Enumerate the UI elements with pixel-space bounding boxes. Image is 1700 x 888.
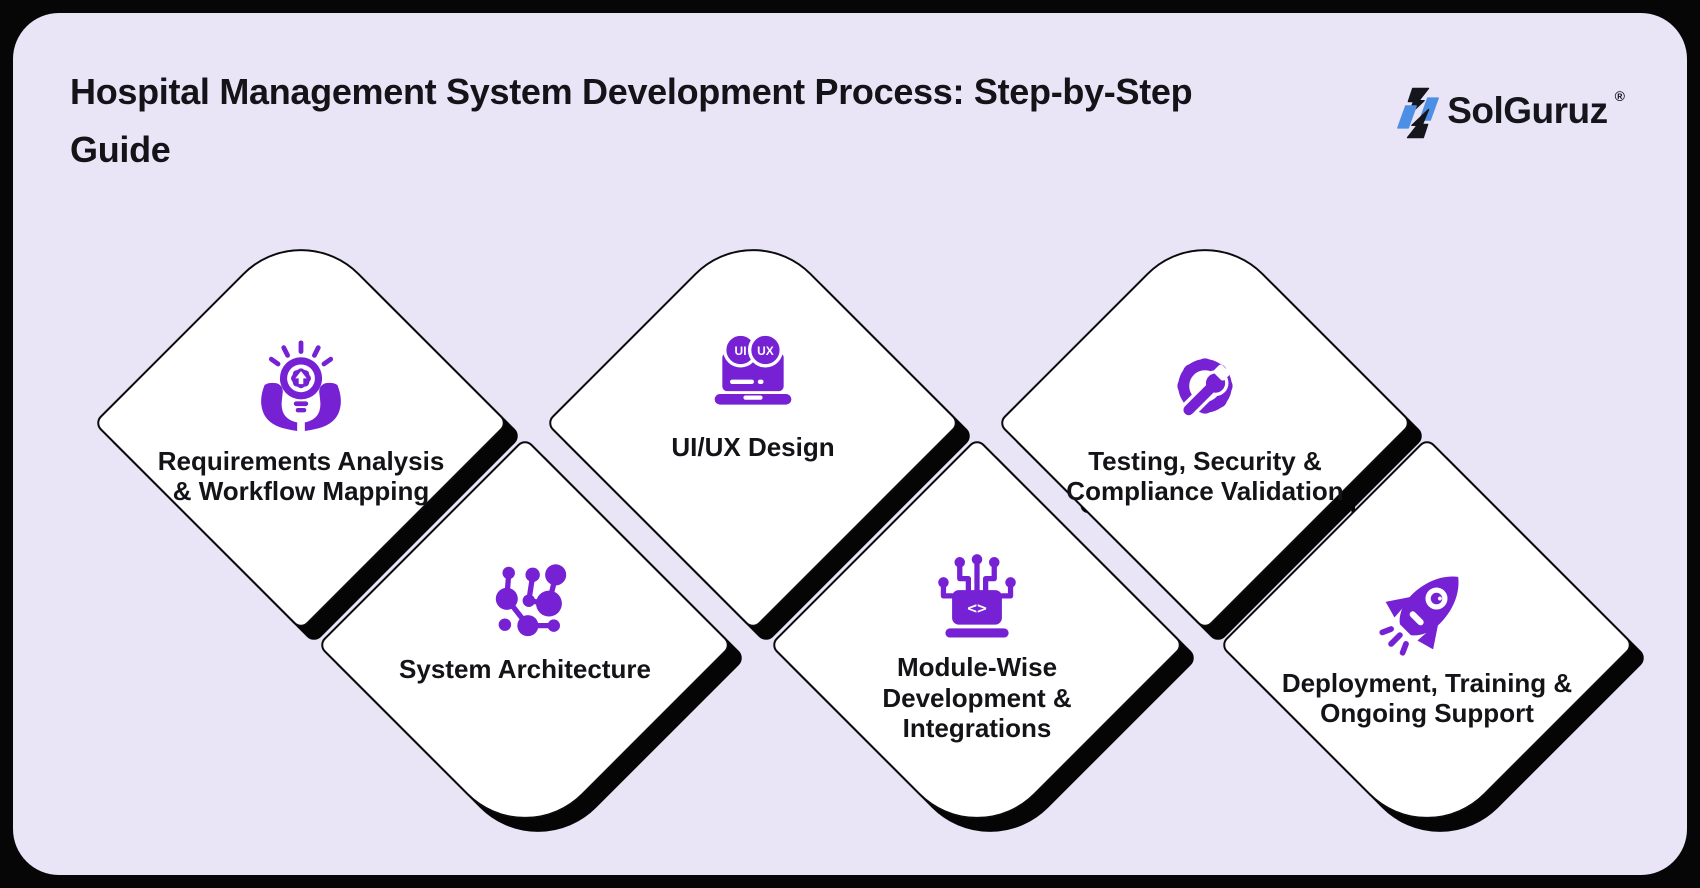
code-brackets-glyph: <> [967, 599, 987, 618]
ui-badge-text: UI [735, 344, 747, 358]
registered-trademark-mark: ® [1614, 88, 1625, 104]
solguruz-bolt-icon [1397, 87, 1440, 139]
step-card-testing-security: Testing, Security & Compliance Validatio… [997, 215, 1413, 631]
idea-hands-icon [261, 339, 341, 431]
ux-badge-text: UX [757, 344, 774, 358]
step-card-module-development: <> Module-Wise Development & Integration… [769, 437, 1185, 853]
solguruz-logo-text: SolGuruz [1447, 90, 1608, 131]
uiux-laptop-icon: UI UX [714, 332, 792, 405]
step-label: Deployment, Training & Ongoing Support [1281, 667, 1573, 729]
step-card-uiux-design: UI UX UI/UX Design [545, 215, 961, 631]
step-card-deployment-support: Deployment, Training & Ongoing Support [1219, 437, 1635, 853]
gear-wrench-icon [1177, 357, 1233, 419]
step-label: Testing, Security & Compliance Validatio… [1066, 445, 1344, 507]
solguruz-logo: SolGuruz ® [1396, 85, 1625, 139]
step-card-system-architecture: System Architecture [317, 437, 733, 853]
background-panel: Hospital Management System Development P… [13, 13, 1687, 875]
circuit-code-icon: <> [938, 554, 1016, 638]
step-label: UI/UX Design [671, 431, 835, 462]
step-label: Requirements Analysis & Workflow Mapping [157, 445, 445, 507]
rocket-icon [1379, 576, 1459, 656]
page-title: Hospital Management System Development P… [70, 71, 1193, 170]
step-label: Module-Wise Development & Integrations [882, 652, 1072, 744]
step-label: System Architecture [399, 653, 651, 684]
step-card-requirements-analysis: Requirements Analysis & Workflow Mapping [93, 215, 509, 631]
network-nodes-icon [495, 564, 567, 636]
